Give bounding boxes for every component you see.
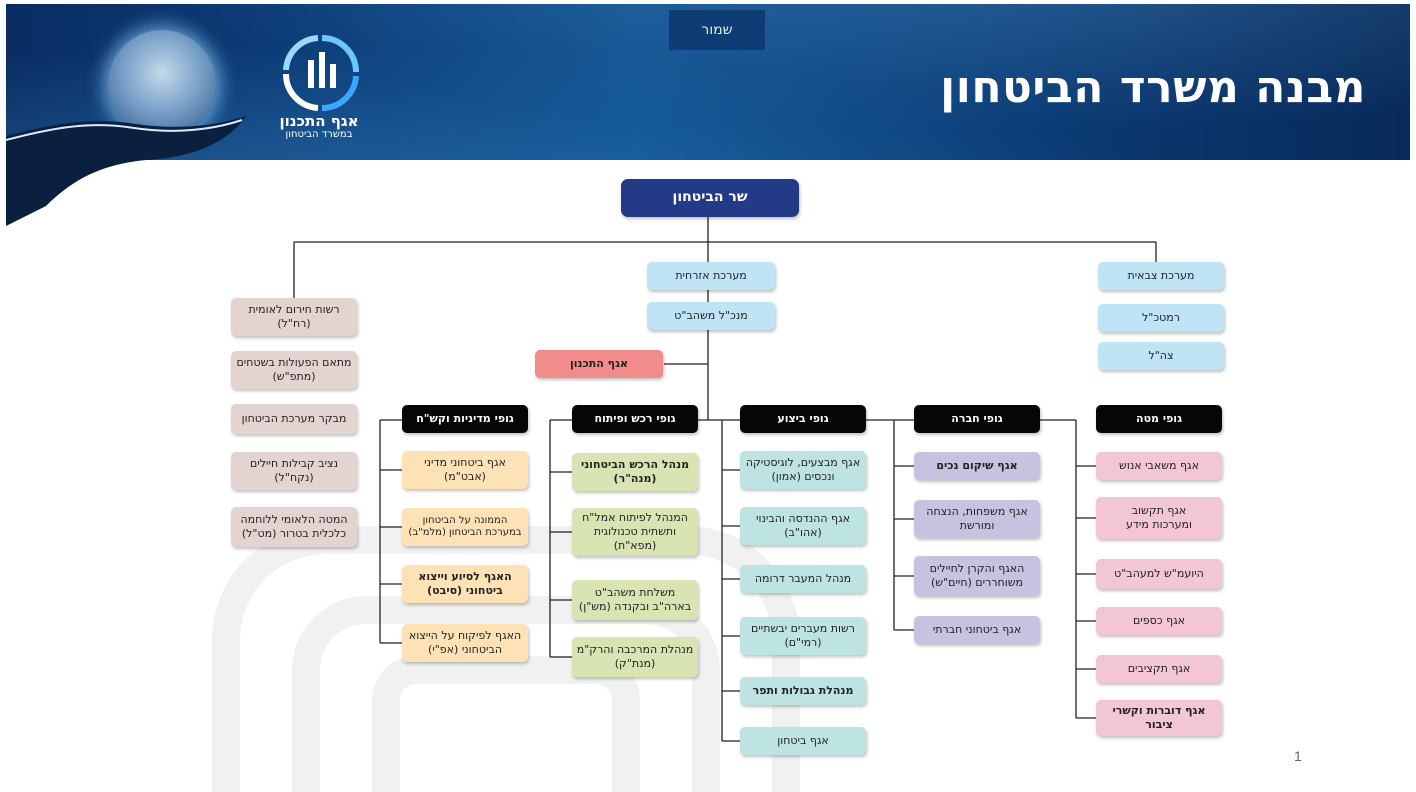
group-header-staff: גופי מטה	[1096, 405, 1222, 433]
idf-box: צה"ל	[1098, 342, 1224, 370]
chief-of-staff-box: רמטכ"ל	[1098, 304, 1224, 332]
minister-box: שר הביטחון	[621, 179, 799, 217]
staff-unit-box: אגף דוברות וקשרי ציבור	[1096, 700, 1222, 736]
header-banner: מבנה משרד הביטחון שמור אגף התכנון במשרד …	[6, 4, 1410, 160]
classification-label: שמור	[669, 10, 765, 50]
military-system-box: מערכת צבאית	[1098, 262, 1224, 290]
staff-unit-box: אגף תקשוב ומערכות מידע	[1096, 497, 1222, 539]
society-unit-box: אגף שיקום נכים	[914, 452, 1040, 480]
policy-unit-box: האגף לפיקוח על הייצוא הביטחוני (אפ"י)	[402, 624, 528, 662]
execution-unit-box: אגף ביטחון	[740, 727, 866, 755]
group-header-procurement: גופי רכש ופיתוח	[572, 405, 698, 433]
procurement-unit-box: משלחת משהב"ט בארה"ב ובקנדה (מש"ן)	[572, 580, 698, 620]
group-header-society: גופי חברה	[914, 405, 1040, 433]
left-unit-box: מתאם הפעולות בשטחים (מתפ"ש)	[231, 351, 357, 389]
policy-unit-box: האגף לסיוע וייצוא ביטחוני (סיבט)	[402, 565, 528, 603]
procurement-unit-box: המנהל לפיתוח אמל"ח ותשתית טכנולוגית (מפא…	[572, 508, 698, 556]
execution-unit-box: אגף ההנדסה והבינוי (אהו"ב)	[740, 507, 866, 545]
page-title: מבנה משרד הביטחון	[940, 62, 1366, 113]
left-unit-box: מבקר מערכת הביטחון	[231, 404, 357, 434]
society-unit-box: האגף והקרן לחיילים משוחררים (חיים"ש)	[914, 556, 1040, 596]
execution-unit-box: רשות מעברים יבשתיים (רמי"ם)	[740, 617, 866, 655]
planning-logo-text: אגף התכנון במשרד הביטחון	[274, 112, 364, 140]
execution-unit-box: מנהלת גבולות ותפר	[740, 677, 866, 705]
holding-hand-graphic	[6, 116, 246, 226]
staff-unit-box: אגף תקציבים	[1096, 655, 1222, 683]
planning-directorate-logo-icon	[282, 35, 359, 112]
planning-directorate-box: אגף התכנון	[535, 350, 663, 378]
group-header-policy: גופי מדיניות וקש"ח	[402, 405, 528, 433]
logo-line-2: במשרד הביטחון	[285, 128, 353, 140]
left-unit-box: רשות חירום לאומית (רח"ל)	[231, 298, 357, 336]
society-unit-box: אגף משפחות, הנצחה ומורשת	[914, 500, 1040, 538]
policy-unit-box: הממונה על הביטחון במערכת הביטחון (מלמ"ב)	[402, 508, 528, 546]
logo-line-1: אגף התכנון	[279, 112, 359, 130]
group-header-execution: גופי ביצוע	[740, 405, 866, 433]
civil-system-box: מערכת אזרחית	[647, 262, 775, 290]
ministry-building-emblem	[108, 30, 216, 138]
left-unit-box: המטה הלאומי ללוחמה כלכלית בטרור (מט"ל)	[231, 507, 357, 547]
execution-unit-box: אגף מבצעים, לוגיסטיקה ונכסים (אמון)	[740, 451, 866, 489]
page-number: 1	[1294, 748, 1302, 764]
staff-unit-box: אגף משאבי אנוש	[1096, 452, 1222, 480]
staff-unit-box: היועמ"ש למעהב"ט	[1096, 559, 1222, 589]
director-general-box: מנכ"ל משהב"ט	[647, 302, 775, 330]
left-unit-box: נציב קבילות חיילים (נקח"ל)	[231, 452, 357, 490]
execution-unit-box: מנהל המעבר דרומה	[740, 565, 866, 593]
staff-unit-box: אגף כספים	[1096, 607, 1222, 635]
society-unit-box: אגף ביטחוני חברתי	[914, 616, 1040, 644]
procurement-unit-box: מנהלת המרכבה והרק"מ (מנת"ק)	[572, 637, 698, 677]
procurement-unit-box: מנהל הרכש הביטחוני (מנה"ר)	[572, 453, 698, 491]
policy-unit-box: אגף ביטחוני מדיני (אבט"מ)	[402, 451, 528, 489]
